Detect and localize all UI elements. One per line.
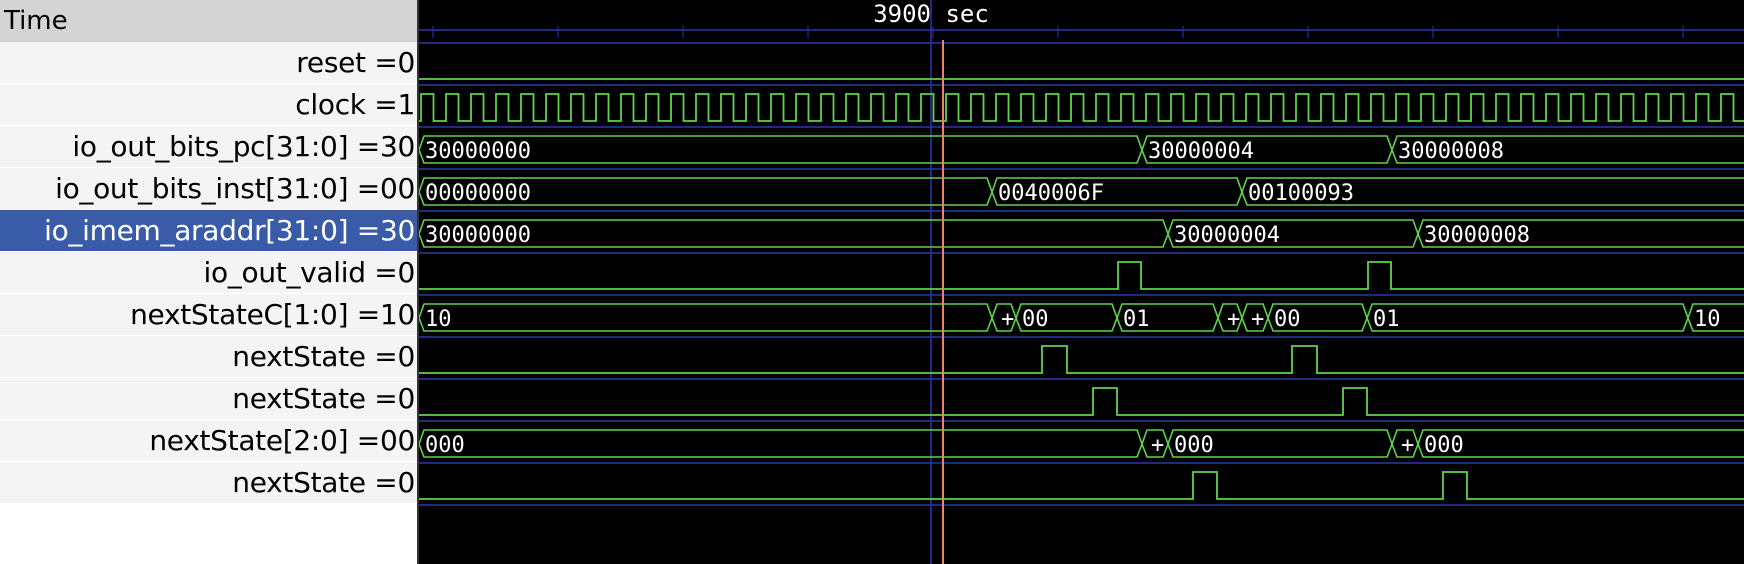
clock-trace <box>419 93 1744 122</box>
bus-value: 10 <box>425 307 452 332</box>
bus-segment <box>1687 303 1744 332</box>
waveform-bit-row <box>419 261 1744 290</box>
bus-segment <box>1267 303 1368 332</box>
bus-segment <box>419 135 1143 164</box>
bus-value: 00 <box>1274 307 1301 332</box>
signal-label: clock =1 <box>295 88 415 121</box>
time-column-header: Time <box>0 0 417 42</box>
bus-segment <box>419 303 993 332</box>
bus-value: 000 <box>1174 433 1214 458</box>
bus-value: 0040006F <box>998 181 1104 206</box>
bus-segment <box>419 429 1143 458</box>
signal-label: io_out_bits_inst[31:0] =00 <box>55 172 415 205</box>
bus-segment <box>991 177 1243 206</box>
signal-row-nextstate-c[interactable]: nextState =0 <box>0 462 417 504</box>
signal-label: nextState =0 <box>232 466 415 499</box>
signal-label: nextState =0 <box>232 340 415 373</box>
bus-segment <box>1417 429 1744 458</box>
bus-value: 01 <box>1123 307 1150 332</box>
bus-value: 000 <box>425 433 465 458</box>
signal-label: nextState =0 <box>232 382 415 415</box>
signal-label: io_imem_araddr[31:0] =30 <box>44 214 415 247</box>
bus-segment <box>1141 135 1393 164</box>
signal-name-panel: Time reset =0 clock =1 io_out_bits_pc[31… <box>0 0 417 564</box>
waveform-trace <box>419 261 1744 290</box>
bus-segment <box>1141 429 1169 458</box>
bus-segment <box>419 177 993 206</box>
signal-row-nextstate-b[interactable]: nextState =0 <box>0 378 417 420</box>
bus-value: 30000004 <box>1148 139 1254 164</box>
bus-value: + <box>1227 307 1240 332</box>
signal-row-io-out-valid[interactable]: io_out_valid =0 <box>0 252 417 294</box>
bus-segment <box>1391 135 1744 164</box>
waveform-trace <box>419 345 1744 374</box>
panel-divider[interactable] <box>417 0 419 564</box>
bus-segment <box>1241 303 1269 332</box>
bus-value: 01 <box>1373 307 1400 332</box>
waveform-clock-row <box>419 93 1744 122</box>
bus-value: 30000008 <box>1424 223 1530 248</box>
bus-segment <box>1417 219 1744 248</box>
signal-label: nextStateC[1:0] =10 <box>130 298 415 331</box>
bus-value: 00000000 <box>425 181 531 206</box>
bus-value: 000 <box>1424 433 1464 458</box>
signal-row-reset[interactable]: reset =0 <box>0 42 417 84</box>
bus-value: 30000000 <box>425 223 531 248</box>
bus-value: 00100093 <box>1248 181 1354 206</box>
bus-segment <box>1116 303 1219 332</box>
waveform-bus-row: 000 +000 +000 <box>419 429 1744 458</box>
waveform-bit-row <box>419 387 1744 416</box>
bus-segment <box>1167 219 1419 248</box>
time-header-label: Time <box>4 6 68 36</box>
waveform-trace <box>419 387 1744 416</box>
signal-row-io-out-bits-inst[interactable]: io_out_bits_inst[31:0] =00 <box>0 168 417 210</box>
signal-row-io-imem-araddr[interactable]: io_imem_araddr[31:0] =30 <box>0 210 417 252</box>
bus-value: 30000000 <box>425 139 531 164</box>
bus-value: + <box>1251 307 1264 332</box>
waveform-bus-row: 30000000 30000004 30000008 <box>419 219 1744 248</box>
bus-value: 00 <box>1022 307 1049 332</box>
signal-row-nextstate-a[interactable]: nextState =0 <box>0 336 417 378</box>
waveform-bit-row <box>419 471 1744 500</box>
bus-value: 30000004 <box>1174 223 1280 248</box>
signal-row-nextstatec[interactable]: nextStateC[1:0] =10 <box>0 294 417 336</box>
bus-value: + <box>1151 433 1164 458</box>
waveform-bus-row: 10 +00 01 + +00 01 10 <box>419 303 1744 332</box>
time-marker-label: 3900 sec <box>873 0 989 28</box>
signal-label: io_out_valid =0 <box>203 256 415 289</box>
bus-segment <box>1167 429 1393 458</box>
bus-segment <box>1015 303 1118 332</box>
signal-label: nextState[2:0] =00 <box>149 424 415 457</box>
signal-label: io_out_bits_pc[31:0] =30 <box>72 130 415 163</box>
signal-label: reset =0 <box>296 46 415 79</box>
bus-value: 30000008 <box>1398 139 1504 164</box>
bus-value: + <box>1001 307 1014 332</box>
bus-value: + <box>1401 433 1414 458</box>
waveform-bus-row: 00000000 0040006F 00100093 <box>419 177 1744 206</box>
waveform-bus-row: 30000000 30000004 30000008 <box>419 135 1744 164</box>
bus-segment <box>1391 429 1419 458</box>
bus-value: 10 <box>1694 307 1721 332</box>
signal-row-io-out-bits-pc[interactable]: io_out_bits_pc[31:0] =30 <box>0 126 417 168</box>
bus-segment <box>419 219 1169 248</box>
signal-row-clock[interactable]: clock =1 <box>0 84 417 126</box>
signal-row-nextstate-bus[interactable]: nextState[2:0] =00 <box>0 420 417 462</box>
bus-segment <box>1217 303 1243 332</box>
waveform-trace <box>419 471 1744 500</box>
waveform-bit-row <box>419 345 1744 374</box>
bus-segment <box>1366 303 1689 332</box>
bus-segment <box>991 303 1017 332</box>
bus-segment <box>1241 177 1744 206</box>
